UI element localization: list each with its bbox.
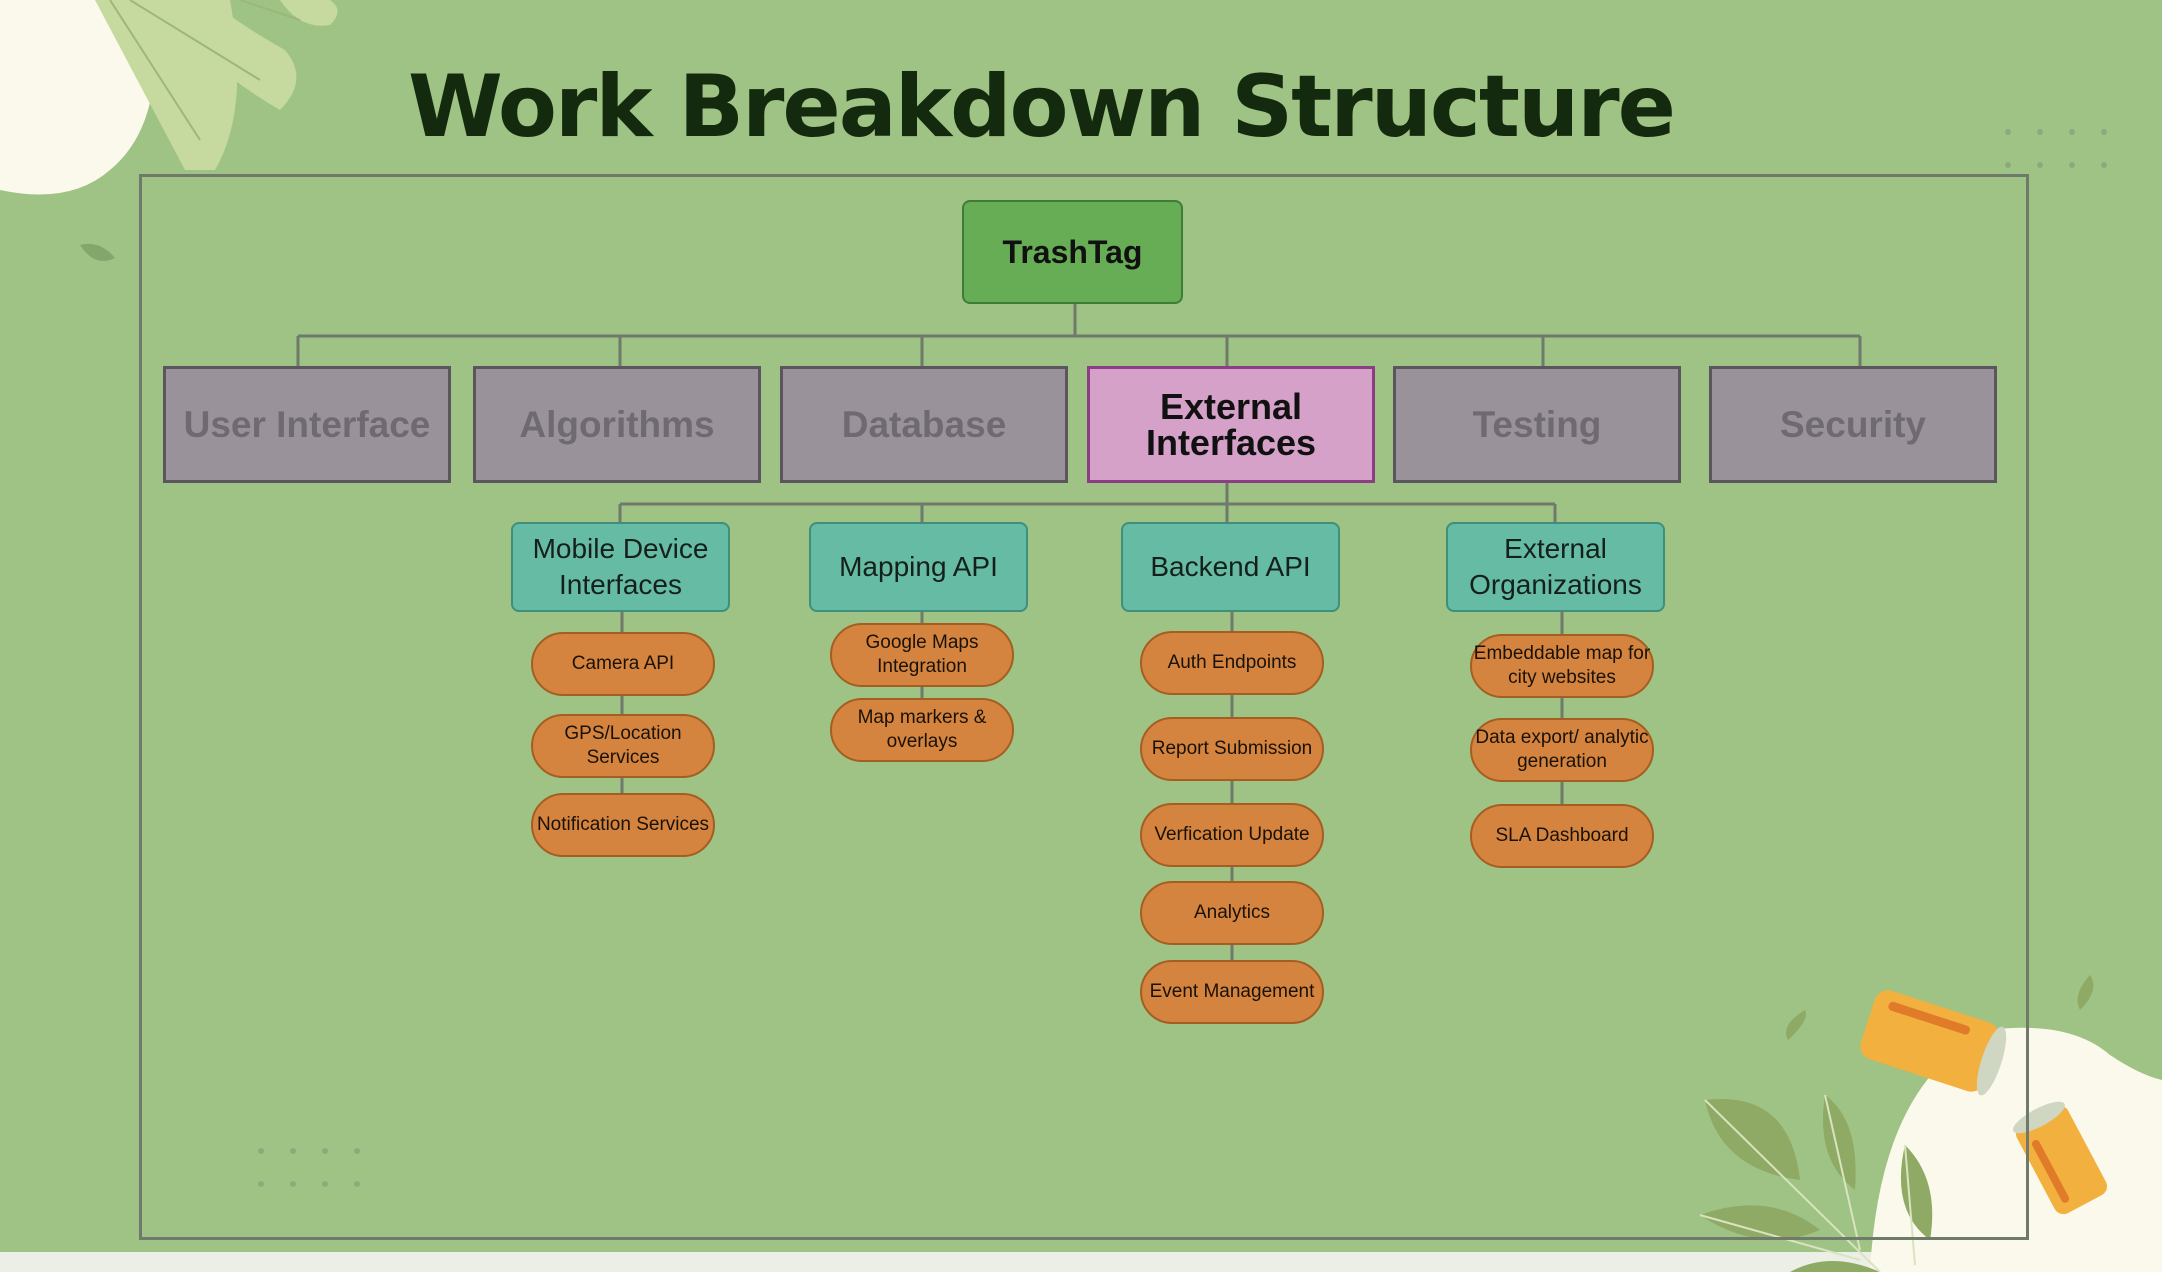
leaf-notification-services: Notification Services (531, 793, 715, 857)
category-user-interface: User Interface (163, 366, 451, 483)
leaf-auth-endpoints: Auth Endpoints (1140, 631, 1324, 695)
leaf-report-submission: Report Submission (1140, 717, 1324, 781)
category-database: Database (780, 366, 1068, 483)
leaf-event-management: Event Management (1140, 960, 1324, 1024)
leaf-google-maps-integration: Google Maps Integration (830, 623, 1014, 687)
category-external-interfaces: External Interfaces (1087, 366, 1375, 483)
leaf-data-export-analytic-generation: Data export/ analytic generation (1470, 718, 1654, 782)
root-node-trashtag: TrashTag (962, 200, 1183, 304)
category-testing: Testing (1393, 366, 1681, 483)
subcategory-backend-api: Backend API (1121, 522, 1340, 612)
leaf-map-markers-overlays: Map markers & overlays (830, 698, 1014, 762)
diagram-frame (139, 174, 2029, 1240)
leaf-analytics: Analytics (1140, 881, 1324, 945)
leaf-sla-dashboard: SLA Dashboard (1470, 804, 1654, 868)
leaf-gps-location-services: GPS/Location Services (531, 714, 715, 778)
leaf-embeddable-map: Embeddable map for city websites (1470, 634, 1654, 698)
category-algorithms: Algorithms (473, 366, 761, 483)
leaf-verfication-update: Verfication Update (1140, 803, 1324, 867)
leaf-camera-api: Camera API (531, 632, 715, 696)
category-security: Security (1709, 366, 1997, 483)
subcategory-mobile-device-interfaces: Mobile Device Interfaces (511, 522, 730, 612)
subcategory-external-organizations: External Organizations (1446, 522, 1665, 612)
subcategory-mapping-api: Mapping API (809, 522, 1028, 612)
page-title: Work Breakdown Structure (408, 57, 1676, 157)
